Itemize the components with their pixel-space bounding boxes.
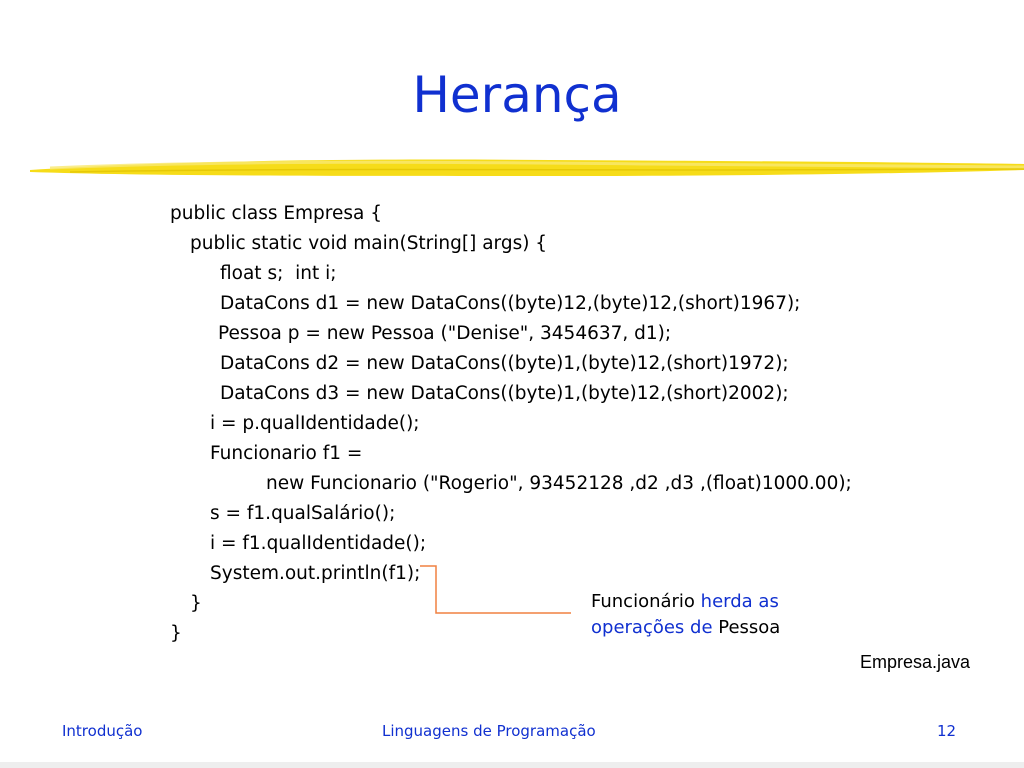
code-line: i = p.qualIdentidade(); [210, 413, 420, 434]
highlighter-stroke-divider [30, 159, 1024, 176]
page-number: 12 [937, 722, 957, 740]
source-filename: Empresa.java [859, 652, 970, 672]
code-line: } [170, 623, 182, 644]
slide-title: Herança [412, 66, 622, 124]
code-line: System.out.println(f1); [210, 563, 421, 584]
callout-highlight-text: herda as [700, 591, 779, 612]
bottom-band [0, 762, 1024, 768]
code-line: } [190, 593, 202, 614]
footer-section: Introdução [62, 722, 143, 740]
code-line: Funcionario f1 = [210, 443, 363, 464]
code-line: Pessoa p = new Pessoa ("Denise", 3454637… [218, 323, 672, 344]
footer-course: Linguagens de Programação [382, 722, 596, 740]
code-line: public class Empresa { [170, 203, 383, 224]
code-line: DataCons d2 = new DataCons((byte)1,(byte… [220, 353, 789, 374]
code-line: public static void main(String[] args) { [190, 233, 548, 254]
code-line: s = f1.qualSalário(); [210, 503, 396, 524]
code-line: new Funcionario ("Rogerio", 93452128 ,d2… [266, 473, 852, 494]
code-line: i = f1.qualIdentidade(); [210, 533, 427, 554]
callout-text: Funcionário [591, 591, 701, 612]
code-line: DataCons d3 = new DataCons((byte)1,(byte… [220, 383, 789, 404]
code-line: DataCons d1 = new DataCons((byte)12,(byt… [220, 293, 801, 314]
callout-highlight-text: operações de [591, 617, 713, 638]
callout-text: Pessoa [712, 617, 781, 638]
code-line: float s; int i; [220, 263, 337, 284]
callout-note: Funcionário herda as operações de Pessoa [591, 589, 780, 641]
